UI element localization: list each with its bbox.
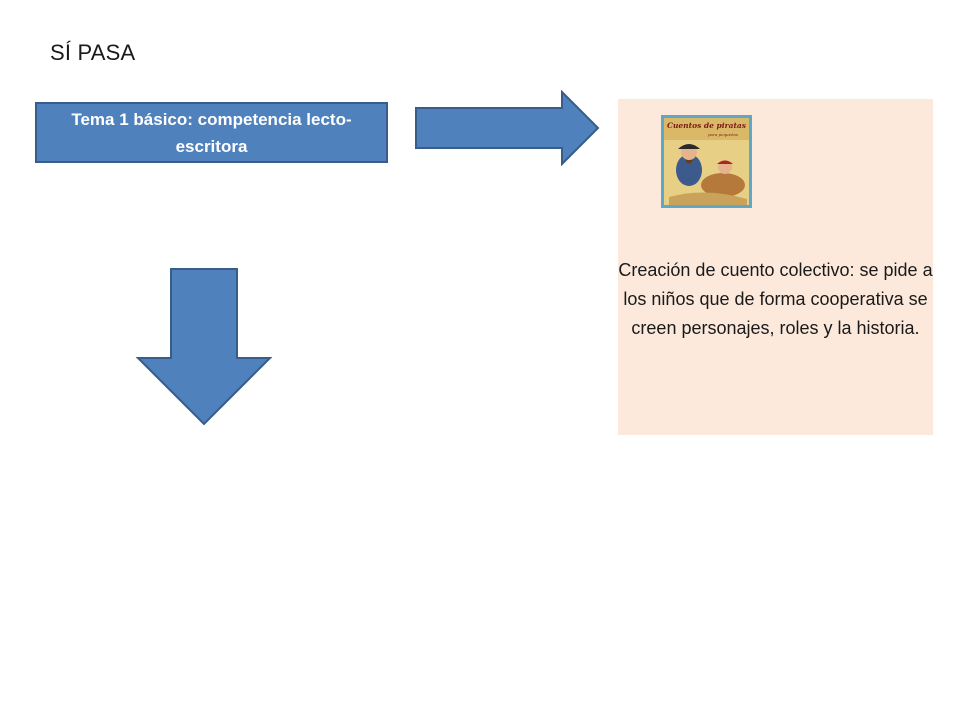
book-cover-title-line1: Cuentos de piratas bbox=[667, 121, 747, 130]
down-arrow bbox=[135, 268, 273, 426]
slide-title: SÍ PASA bbox=[50, 40, 136, 65]
pirate-book-cover-image: Cuentos de piratas para pequeños bbox=[661, 115, 752, 208]
book-cover-title-line2: para pequeños bbox=[708, 132, 738, 137]
topic-box-label: Tema 1 básico: competencia lecto-escrito… bbox=[71, 109, 352, 156]
story-description: Creación de cuento colectivo: se pide a … bbox=[618, 260, 933, 338]
story-panel: Cuentos de piratas para pequeños Creació… bbox=[618, 99, 933, 435]
right-arrow bbox=[415, 90, 600, 166]
topic-box: Tema 1 básico: competencia lecto-escrito… bbox=[35, 102, 388, 163]
